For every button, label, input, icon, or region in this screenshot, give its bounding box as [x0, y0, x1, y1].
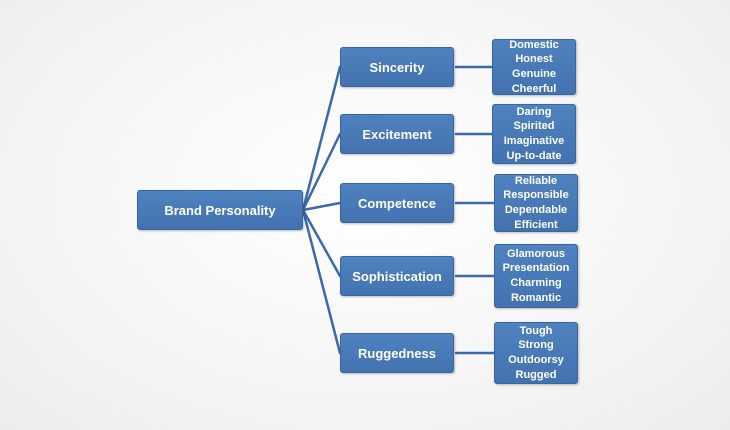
trait-item: Dependable	[504, 204, 568, 216]
trait-item: Spirited	[513, 120, 555, 133]
traits-ruggedness: Tough Strong Outdoorsy Rugged	[494, 322, 578, 384]
dimension-label: Ruggedness	[357, 345, 436, 361]
dimension-sincerity: Sincerity	[340, 47, 454, 87]
trait-item: Domestic	[509, 38, 559, 51]
trait-item: Tough	[519, 324, 553, 337]
root-node: Brand Personality	[137, 190, 303, 230]
dimension-excitement: Excitement	[340, 114, 454, 154]
dimension-label: Excitement	[362, 126, 432, 142]
root-label: Brand Personality	[164, 202, 276, 218]
connector-root-ruggedness	[301, 208, 342, 355]
trait-item: Responsible	[503, 189, 569, 202]
trait-item: Outdoorsy	[508, 354, 564, 366]
dimension-label: Sincerity	[369, 59, 425, 75]
trait-item: Genuine	[511, 68, 556, 80]
trait-item: Efficient	[514, 218, 558, 231]
dimension-competence: Competence	[340, 183, 454, 223]
dimension-label: Competence	[357, 195, 437, 211]
connector-root-sincerity	[301, 65, 342, 212]
trait-item: Glamorous	[506, 247, 566, 260]
trait-item: Daring	[516, 105, 552, 118]
connector-root-sophistication	[301, 208, 342, 278]
trait-item: Imaginative	[503, 135, 565, 147]
trait-item: Charming	[510, 277, 562, 289]
dimension-sophistication: Sophistication	[340, 256, 454, 296]
trait-item: Reliable	[514, 174, 558, 187]
connector-root-excitement	[301, 132, 342, 212]
trait-item: Romantic	[510, 291, 562, 304]
trait-item: Strong	[518, 339, 554, 352]
traits-excitement: Daring Spirited Imaginative Up-to-date	[492, 104, 576, 164]
traits-sincerity: Domestic Honest Genuine Cheerful	[492, 39, 576, 95]
dimension-label: Sophistication	[352, 268, 442, 284]
trait-item: Presentation	[502, 262, 570, 275]
trait-item: Up-to-date	[506, 149, 562, 162]
traits-sophistication: Glamorous Presentation Charming Romantic	[494, 244, 578, 308]
dimension-ruggedness: Ruggedness	[340, 333, 454, 373]
traits-competence: Reliable Responsible Dependable Efficien…	[494, 174, 578, 232]
trait-item: Rugged	[515, 368, 557, 381]
connector-root-competence	[301, 201, 342, 212]
trait-item: Honest	[515, 53, 553, 66]
trait-item: Cheerful	[511, 82, 557, 95]
